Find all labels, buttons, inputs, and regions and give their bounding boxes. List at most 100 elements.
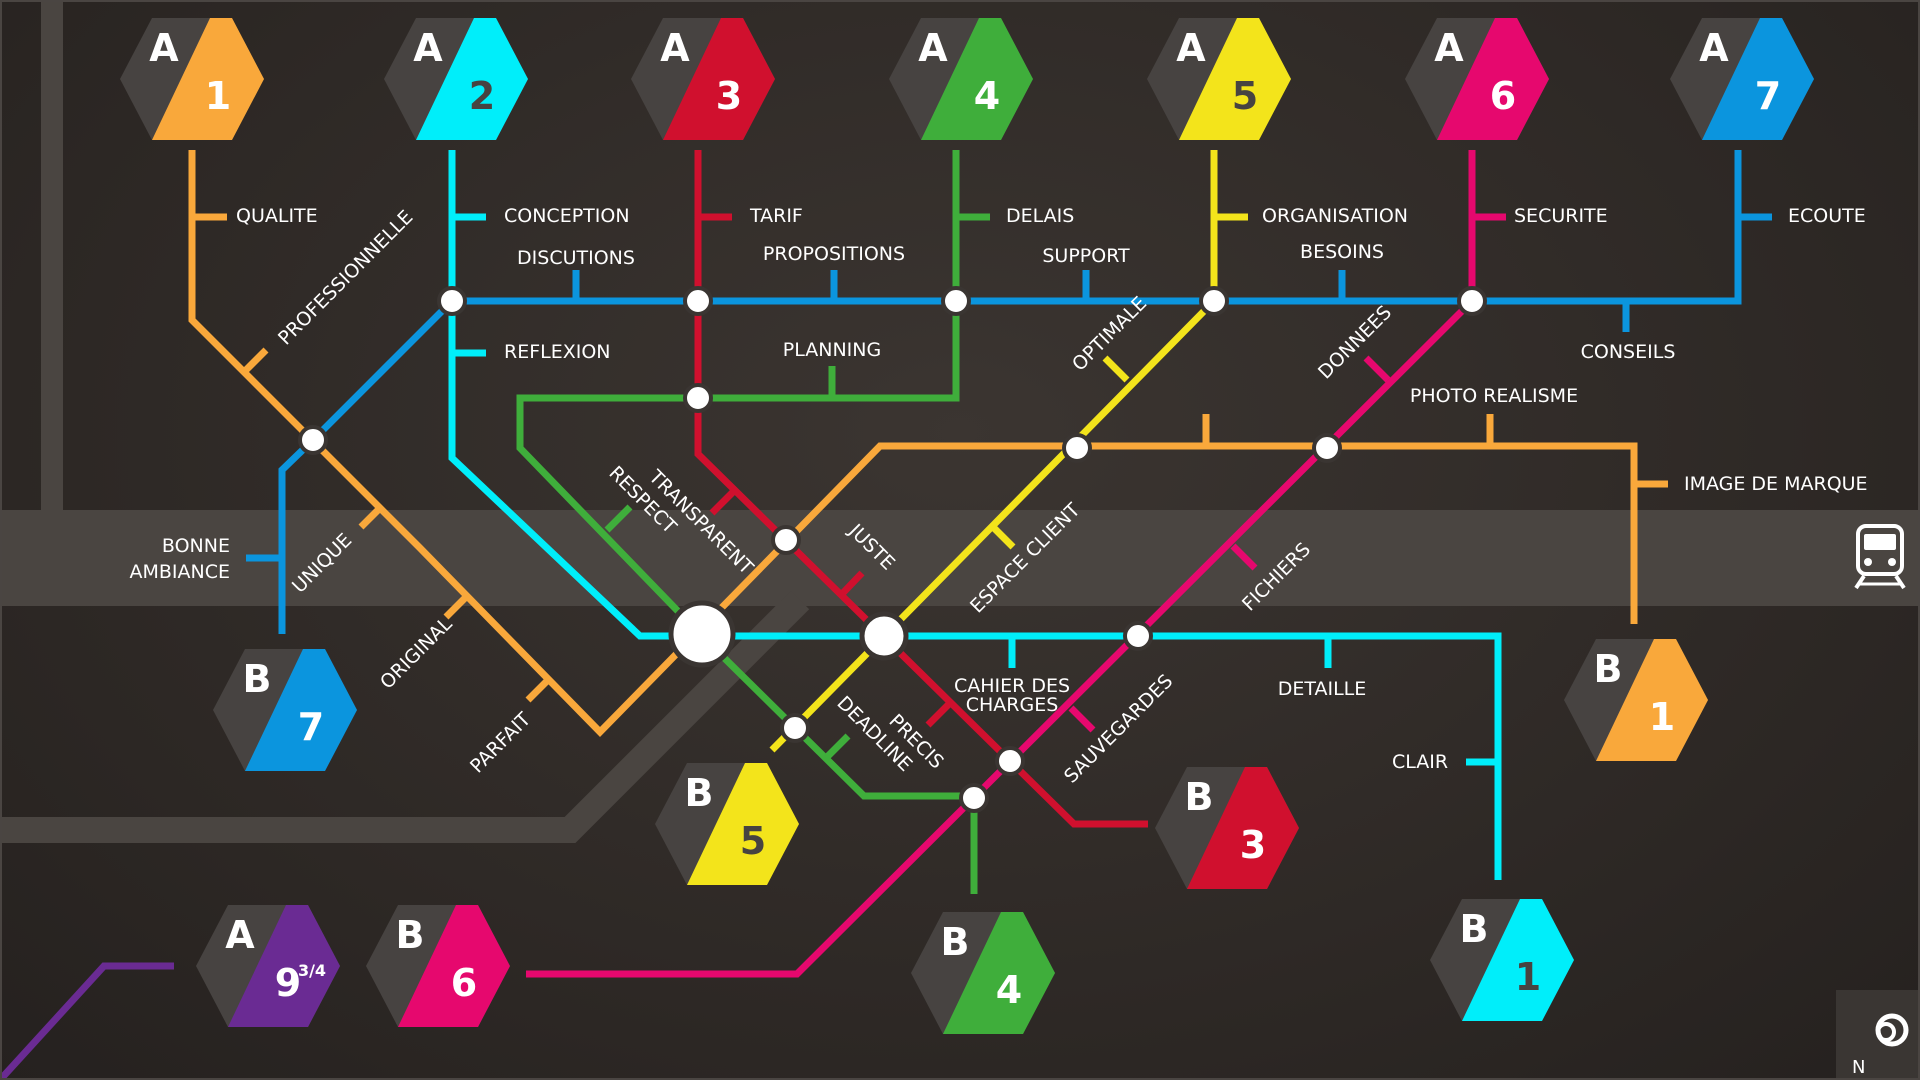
road-network bbox=[0, 0, 1920, 843]
terminal-text: 2 bbox=[469, 74, 495, 118]
terminal-text: A bbox=[1176, 26, 1206, 70]
line-1-orange bbox=[188, 150, 1668, 738]
label-parfait: PARFAIT bbox=[466, 708, 535, 777]
terminal-text: A bbox=[660, 26, 690, 70]
label-image-de-marque: IMAGE DE MARQUE bbox=[1684, 473, 1868, 495]
label-organisation: ORGANISATION bbox=[1262, 205, 1408, 227]
terminal-text: 5 bbox=[740, 819, 766, 863]
terminal-text: A bbox=[918, 26, 948, 70]
terminal-b5[interactable]: B 5 bbox=[655, 763, 799, 885]
interchange-node[interactable] bbox=[683, 383, 713, 413]
terminal-text: 3/4 bbox=[298, 961, 326, 980]
label-reflexion: REFLEXION bbox=[504, 341, 611, 363]
train-icon bbox=[1854, 524, 1906, 590]
label-cahier-des: CAHIER DES bbox=[954, 675, 1070, 697]
label-qualite: QUALITE bbox=[236, 205, 318, 227]
label-ecoute: ECOUTE bbox=[1788, 205, 1866, 227]
label-besoins: BESOINS bbox=[1300, 241, 1384, 263]
terminals: A 1 A 2 A 3 A 4 A 5 bbox=[120, 18, 1814, 1034]
terminal-b7[interactable]: B 7 bbox=[213, 649, 357, 771]
terminal-text: B bbox=[1185, 775, 1214, 819]
terminal-text: 9 bbox=[275, 961, 301, 1005]
terminal-text: A bbox=[1434, 26, 1464, 70]
interchange-node[interactable] bbox=[1199, 286, 1229, 316]
terminal-text: B bbox=[941, 920, 970, 964]
label-delais: DELAIS bbox=[1006, 205, 1074, 227]
terminal-text: A bbox=[1699, 26, 1729, 70]
terminal-text: A bbox=[149, 26, 179, 70]
interchange-node[interactable] bbox=[1062, 433, 1092, 463]
compass-widget[interactable]: N bbox=[1836, 990, 1920, 1080]
label-tarif: TARIF bbox=[749, 205, 803, 227]
label-conseils: CONSEILS bbox=[1581, 341, 1676, 363]
terminal-text: B bbox=[685, 771, 714, 815]
label-clair: CLAIR bbox=[1392, 751, 1448, 773]
terminal-text: 7 bbox=[298, 705, 324, 749]
interchange-node[interactable] bbox=[780, 713, 810, 743]
terminal-b1-cyan[interactable]: B 1 bbox=[1430, 899, 1574, 1021]
interchange-node[interactable] bbox=[1123, 621, 1153, 651]
compass-north-label: N bbox=[1852, 1057, 1866, 1078]
terminal-text: 3 bbox=[716, 74, 742, 118]
interchange-stations bbox=[298, 286, 1487, 813]
terminal-a2[interactable]: A 2 bbox=[384, 18, 528, 140]
label-original: ORIGINAL bbox=[376, 613, 457, 694]
terminal-text: 1 bbox=[205, 74, 231, 118]
terminal-text: A bbox=[225, 913, 255, 957]
label-discutions: DISCUTIONS bbox=[517, 247, 635, 269]
terminal-text: 7 bbox=[1755, 74, 1781, 118]
terminal-a1[interactable]: A 1 bbox=[120, 18, 264, 140]
terminal-a4[interactable]: A 4 bbox=[889, 18, 1033, 140]
interchange-node[interactable] bbox=[437, 286, 467, 316]
compass-needle-icon bbox=[1875, 1008, 1909, 1047]
terminal-text: B bbox=[1460, 907, 1489, 951]
terminal-a6[interactable]: A 6 bbox=[1405, 18, 1549, 140]
interchange-node[interactable] bbox=[1457, 286, 1487, 316]
label-professionnelle: PROFESSIONNELLE bbox=[274, 206, 417, 349]
terminal-b6[interactable]: B 6 bbox=[366, 905, 510, 1027]
label-photo-realisme: PHOTO REALISME bbox=[1410, 385, 1578, 407]
interchange-node[interactable] bbox=[771, 525, 801, 555]
terminal-text: A bbox=[413, 26, 443, 70]
label-propositions: PROPOSITIONS bbox=[763, 243, 905, 265]
interchange-node[interactable] bbox=[959, 783, 989, 813]
terminal-text: 3 bbox=[1240, 823, 1266, 867]
terminal-a7[interactable]: A 7 bbox=[1670, 18, 1814, 140]
line-9-purple bbox=[0, 962, 174, 1080]
label-securite: SECURITE bbox=[1514, 205, 1608, 227]
hub-station-large[interactable] bbox=[668, 600, 736, 668]
terminal-a9-3-4[interactable]: A 9 3/4 bbox=[196, 905, 340, 1027]
terminal-text: 1 bbox=[1515, 955, 1541, 999]
hub-station-medium[interactable] bbox=[859, 611, 909, 661]
line-2-cyan bbox=[448, 150, 1502, 880]
line-4-green bbox=[516, 150, 990, 894]
line-7-blue bbox=[246, 150, 1772, 634]
label-bonne: BONNE bbox=[162, 535, 230, 557]
terminal-text: 4 bbox=[974, 74, 1000, 118]
terminal-a3[interactable]: A 3 bbox=[631, 18, 775, 140]
interchange-node[interactable] bbox=[995, 746, 1025, 776]
terminal-text: 5 bbox=[1232, 74, 1258, 118]
terminal-text: 1 bbox=[1649, 695, 1675, 739]
label-sauvegardes: SAUVEGARDES bbox=[1060, 670, 1177, 787]
terminal-b4[interactable]: B 4 bbox=[911, 912, 1055, 1034]
terminal-b1-orange[interactable]: B 1 bbox=[1564, 639, 1708, 761]
label-planning: PLANNING bbox=[783, 339, 881, 361]
label-detaille: DETAILLE bbox=[1278, 678, 1367, 700]
interchange-node[interactable] bbox=[683, 286, 713, 316]
label-conception: CONCEPTION bbox=[504, 205, 630, 227]
label-support: SUPPORT bbox=[1042, 245, 1130, 267]
label-ambiance: AMBIANCE bbox=[129, 561, 230, 583]
interchange-node[interactable] bbox=[1312, 433, 1342, 463]
label-charges: CHARGES bbox=[966, 694, 1059, 716]
terminal-text: 6 bbox=[451, 961, 477, 1005]
terminal-text: B bbox=[243, 657, 272, 701]
interchange-node[interactable] bbox=[298, 425, 328, 455]
terminal-text: B bbox=[1594, 647, 1623, 691]
terminal-a5[interactable]: A 5 bbox=[1147, 18, 1291, 140]
road-diagonal bbox=[0, 590, 810, 843]
terminal-b3[interactable]: B 3 bbox=[1155, 767, 1299, 889]
interchange-node[interactable] bbox=[941, 286, 971, 316]
